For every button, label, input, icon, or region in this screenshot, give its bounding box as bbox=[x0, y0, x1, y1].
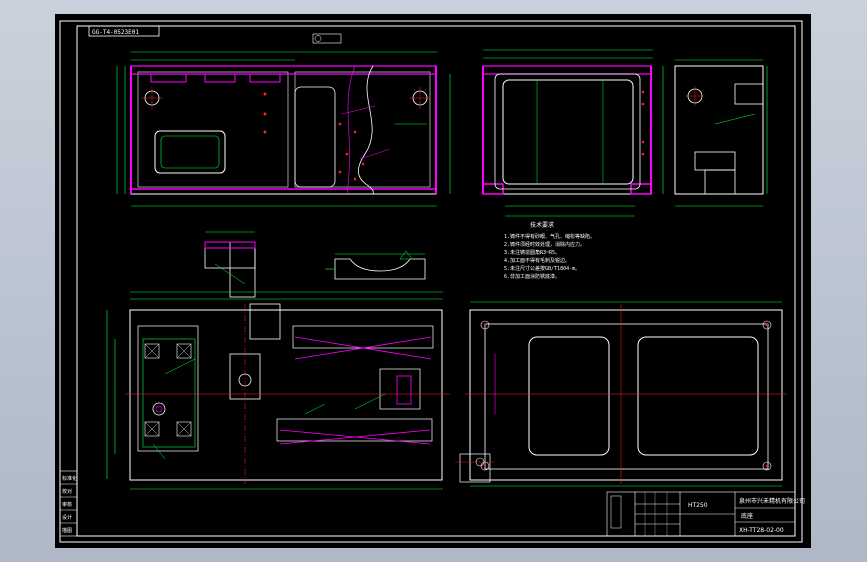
strip-label: 标准化 bbox=[62, 475, 77, 482]
drawing-number-stamp: GG-T4-0523E01 bbox=[92, 29, 139, 36]
sheet-outer-border bbox=[59, 20, 803, 543]
requirement-line: 6.非加工面涂防锈底漆。 bbox=[504, 273, 560, 280]
title-block-drawing-number: XH-TT28-02-00 bbox=[739, 527, 784, 534]
title-block-material: HT250 bbox=[688, 502, 708, 509]
technical-drawing: GG-T4-0523E01 bbox=[59, 20, 805, 543]
detail-view-a bbox=[204, 231, 256, 298]
strip-label: 描图 bbox=[62, 527, 72, 534]
requirement-line: 3.未注铸造圆角R3~R5。 bbox=[504, 249, 560, 256]
drawing-number-stamp-box bbox=[88, 25, 160, 37]
strip-label: 校对 bbox=[62, 488, 72, 495]
technical-requirements: 技术要求 1.铸件不得有砂眼、气孔、缩松等缺陷。 2.铸件须经时效处理，消除内应… bbox=[504, 221, 595, 280]
requirement-line: 5.未注尺寸公差按GB/T1804-m。 bbox=[504, 265, 580, 272]
bottom-view bbox=[455, 301, 787, 487]
technical-requirements-title: 技术要求 bbox=[530, 221, 554, 229]
side-section-view bbox=[482, 49, 664, 217]
requirement-line: 4.加工面不得有毛刺及锐边。 bbox=[504, 257, 570, 264]
revision-strip: 标准化 校对 审核 设计 描图 bbox=[59, 470, 78, 537]
detail-view-b bbox=[325, 250, 426, 280]
title-block bbox=[606, 491, 796, 537]
end-view bbox=[674, 59, 768, 207]
sheet-inner-border bbox=[76, 25, 796, 537]
title-block-part-name: 底座 bbox=[741, 512, 753, 520]
plan-view bbox=[106, 291, 450, 490]
requirement-line: 1.铸件不得有砂眼、气孔、缩松等缺陷。 bbox=[504, 233, 595, 240]
cad-viewport[interactable]: GG-T4-0523E01 bbox=[55, 14, 811, 548]
title-block-company: 泉州市兴禾精机有限公司 bbox=[739, 497, 805, 505]
strip-label: 设计 bbox=[62, 514, 72, 521]
strip-label: 审核 bbox=[62, 501, 72, 508]
front-section-view bbox=[116, 33, 451, 207]
requirement-line: 2.铸件须经时效处理，消除内应力。 bbox=[504, 241, 585, 248]
